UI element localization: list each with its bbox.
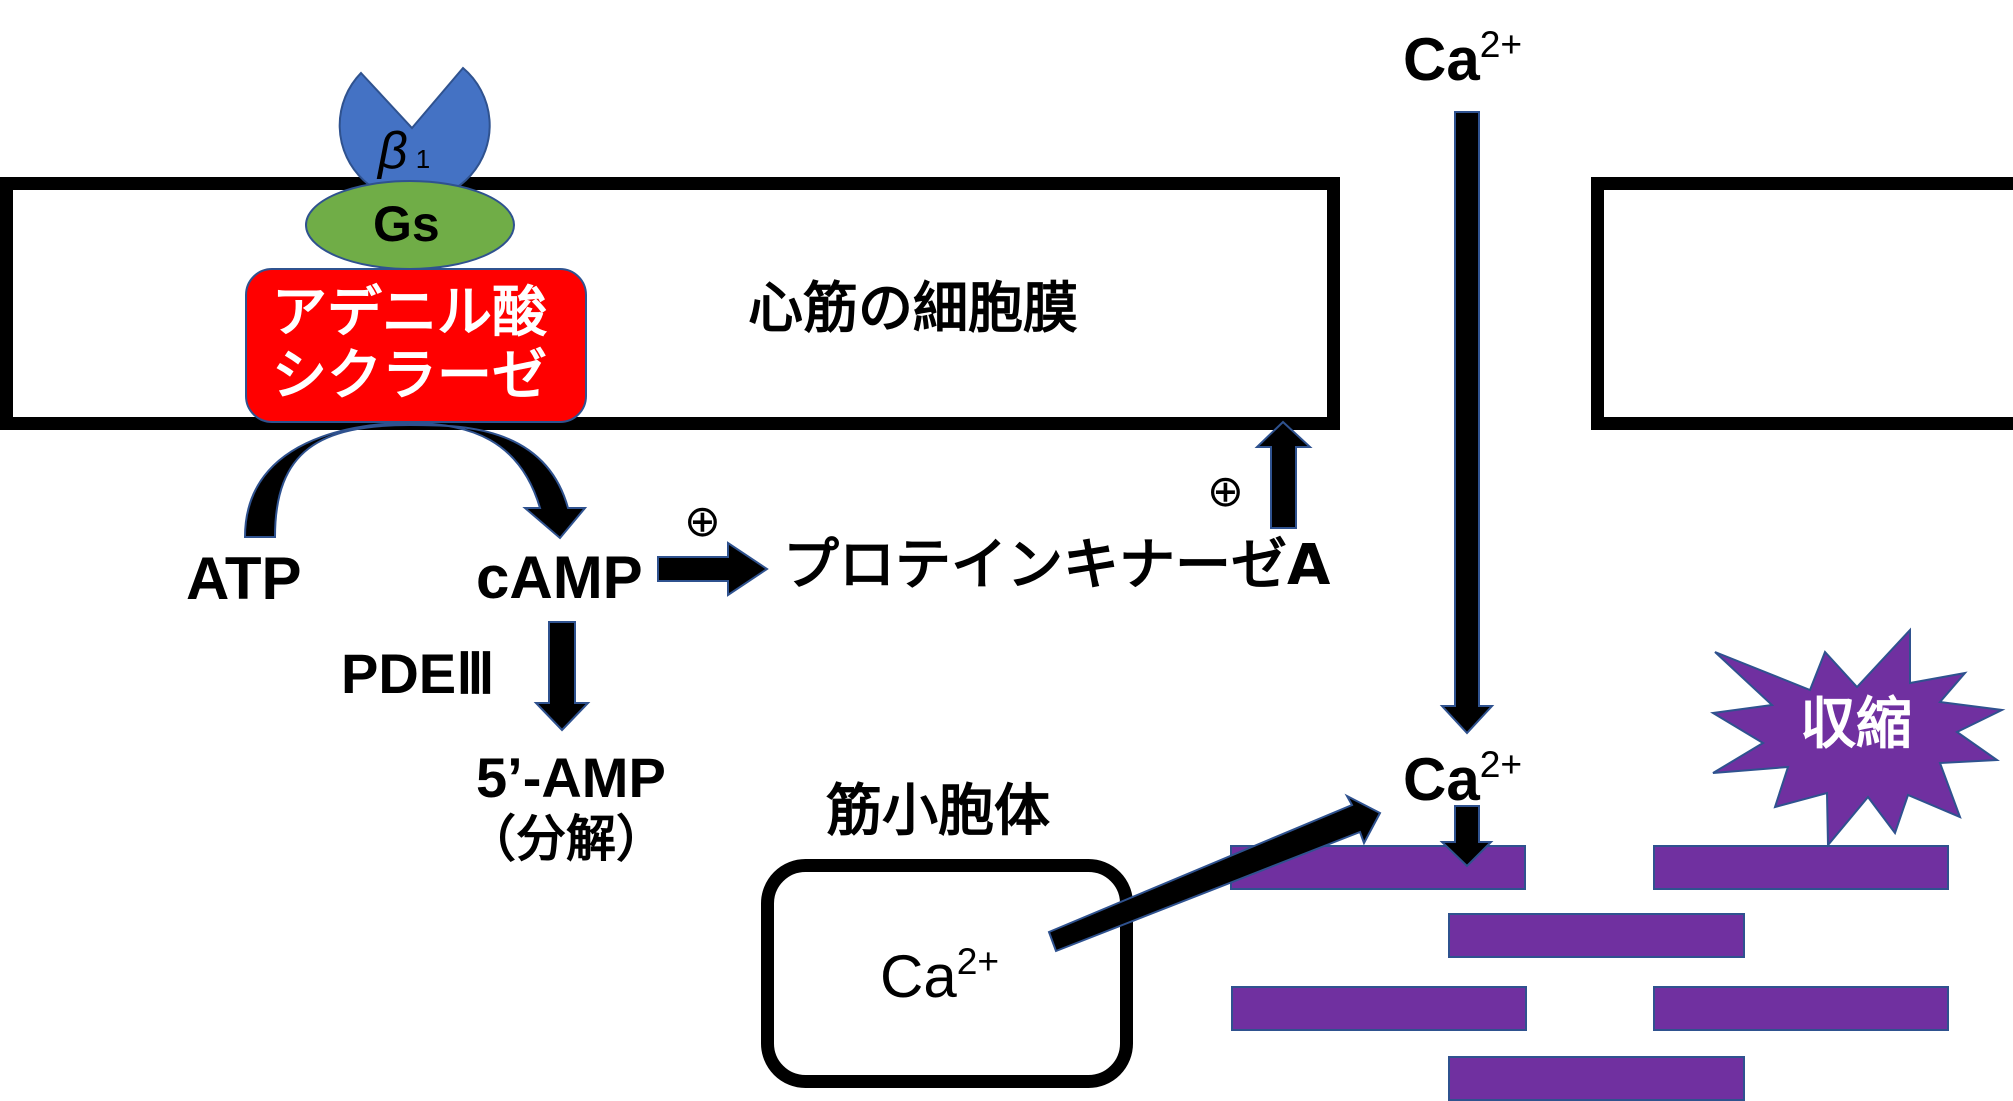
myofilament-bar [1448, 1056, 1745, 1101]
gs-label: Gs [373, 196, 440, 252]
arrow-camp-to-pka [657, 541, 769, 597]
ca-extracellular-label: Ca2+ [1403, 23, 1523, 94]
ca-sr-label: Ca2+ [880, 940, 1000, 1011]
degradation-label: （分解） [466, 810, 666, 868]
arrow-ca-to-filament [1439, 805, 1494, 868]
myofilament-bar [1231, 986, 1527, 1031]
pde3-label: PDEⅢ [341, 642, 495, 705]
ca-symbol: Ca [1403, 26, 1480, 94]
contraction-label: 収縮 [1800, 692, 1912, 757]
ca-charge: 2+ [1479, 23, 1523, 65]
arrow-pka-to-membrane [1254, 420, 1313, 529]
myofilament-bar [1653, 845, 1949, 890]
camp-label: cAMP [476, 544, 643, 611]
arrow-ca-influx [1439, 111, 1495, 735]
ca-symbol: Ca [1403, 746, 1480, 814]
contraction-burst [1710, 627, 2006, 848]
sarcoplasmic-reticulum [761, 859, 1133, 1088]
adenylate-cyclase-label-line1: アデニル酸 [272, 280, 548, 344]
cell-membrane-left [0, 177, 1340, 430]
beta1-subscript: 1 [415, 144, 431, 174]
pka-label: プロテインキナーゼA [783, 533, 1331, 598]
arrow-camp-to-amp [533, 621, 591, 732]
amp-label: 5’-AMP [476, 746, 666, 809]
adenylate-cyclase [245, 268, 587, 423]
plus-sign-camp: ⊕ [684, 497, 721, 546]
adenylate-cyclase-label-line2: シクラーゼ [272, 343, 548, 407]
plus-sign-pka: ⊕ [1207, 467, 1244, 516]
ca-charge: 2+ [1479, 743, 1523, 785]
ca-intracellular-label: Ca2+ [1403, 743, 1523, 814]
sr-label: 筋小胞体 [826, 779, 1050, 844]
arrow-sr-ca-release [1047, 793, 1382, 953]
curved-arrow-atp-to-camp [243, 421, 588, 540]
ca-symbol: Ca [880, 943, 957, 1011]
cell-membrane-right [1591, 177, 2013, 430]
myofilament-bar [1653, 986, 1949, 1031]
membrane-label: 心筋の細胞膜 [748, 276, 1079, 340]
atp-label: ATP [186, 545, 302, 612]
beta1-symbol: β [378, 122, 408, 180]
ca-charge: 2+ [956, 940, 1000, 982]
myofilament-bar [1448, 913, 1745, 958]
